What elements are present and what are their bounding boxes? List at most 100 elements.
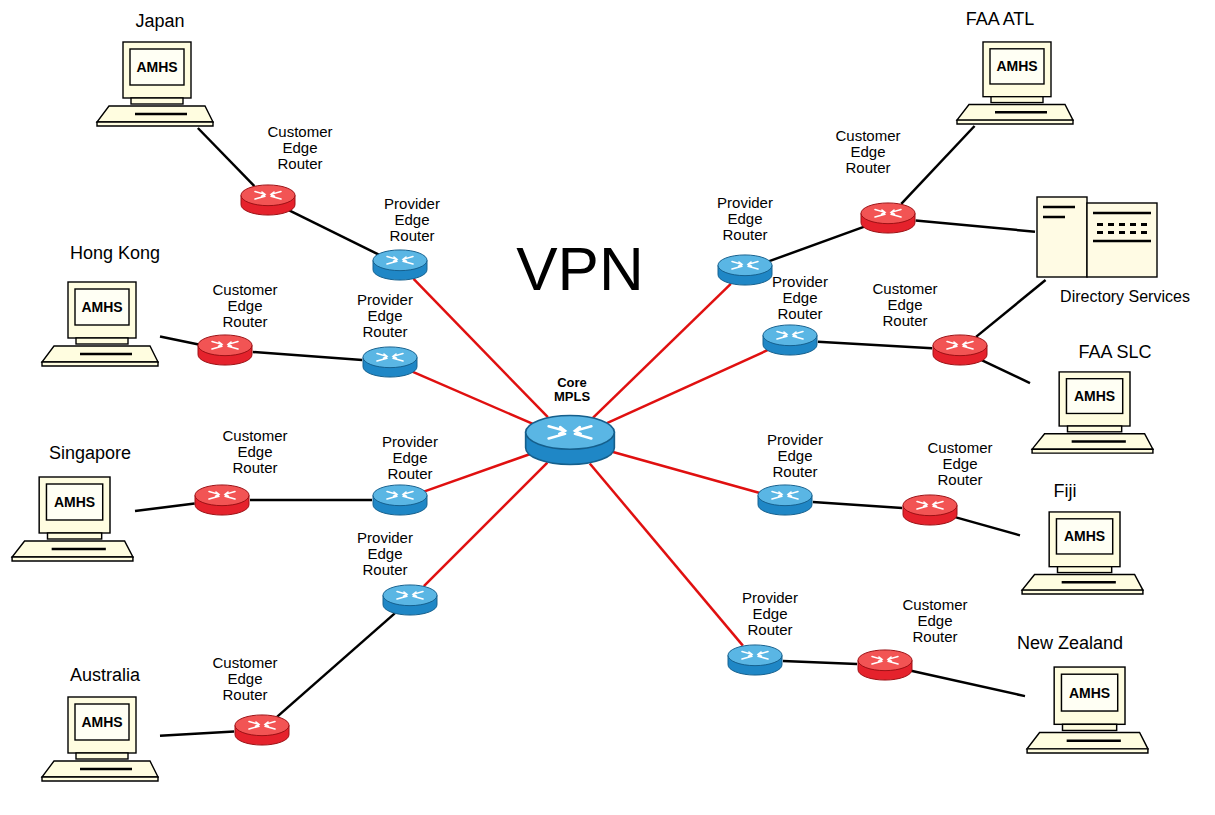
router-top bbox=[861, 203, 915, 224]
ce-shape bbox=[194, 484, 250, 516]
router-arrows bbox=[777, 332, 803, 340]
mpls-link bbox=[424, 463, 547, 586]
device-label: Provider Edge Router bbox=[374, 434, 446, 483]
router-arrows bbox=[772, 492, 798, 500]
pe-node: Provider Edge Router bbox=[372, 484, 428, 516]
cloud-outline bbox=[295, 0, 890, 812]
screen-label: AMHS bbox=[1066, 379, 1122, 414]
cloud-bump bbox=[727, 542, 883, 698]
router-top bbox=[363, 347, 417, 368]
comp-shape bbox=[40, 280, 160, 368]
keyboard-base bbox=[42, 777, 158, 781]
router-arrows bbox=[872, 657, 898, 665]
site-name: New Zealand bbox=[1017, 634, 1123, 653]
monitor-screen bbox=[990, 49, 1044, 84]
pe-shape bbox=[382, 584, 438, 616]
pe-node: Provider Edge Router bbox=[382, 584, 438, 616]
screen-label: AMHS bbox=[1056, 519, 1112, 554]
keyboard bbox=[957, 105, 1073, 121]
access-link bbox=[250, 499, 372, 502]
access-link bbox=[198, 128, 255, 186]
mpls-link bbox=[606, 350, 768, 424]
monitor-case bbox=[1059, 372, 1130, 426]
router-top bbox=[195, 485, 249, 506]
router-top bbox=[383, 585, 437, 606]
device-label: Customer Edge Router bbox=[869, 281, 941, 330]
comp-shape bbox=[955, 40, 1075, 126]
cloud-bump bbox=[613, 663, 757, 807]
server-led bbox=[1119, 231, 1125, 234]
router-top bbox=[373, 250, 427, 271]
keyboard-keys bbox=[80, 768, 132, 771]
cloud-bump bbox=[357, 652, 513, 808]
cloud-bump bbox=[503, 3, 647, 147]
comp-node: JapanAMHS bbox=[95, 40, 215, 128]
router-top bbox=[763, 325, 817, 346]
core-node: Core MPLS bbox=[524, 414, 616, 466]
router-arrows bbox=[947, 342, 973, 350]
router-top bbox=[241, 185, 295, 206]
ce-node: Customer Edge Router bbox=[240, 184, 296, 216]
router-arrows bbox=[875, 210, 901, 218]
cloud-bump bbox=[630, 0, 800, 170]
access-link bbox=[769, 227, 865, 262]
device-label: Customer Edge Router bbox=[899, 597, 971, 646]
monitor-case bbox=[68, 697, 136, 753]
cloud-bump bbox=[483, 668, 627, 812]
ce-node: Customer Edge Router bbox=[194, 484, 250, 516]
router-top bbox=[728, 645, 782, 666]
device-label: Provider Edge Router bbox=[709, 195, 781, 244]
keyboard bbox=[1027, 733, 1148, 749]
monitor-case bbox=[39, 477, 110, 533]
server-led bbox=[1119, 223, 1125, 226]
pe-shape bbox=[372, 484, 428, 516]
keyboard-keys bbox=[1067, 739, 1121, 742]
pe-node: Provider Edge Router bbox=[362, 346, 418, 378]
site-name: Hong Kong bbox=[70, 244, 160, 263]
access-link bbox=[976, 280, 1046, 337]
keyboard bbox=[1032, 434, 1153, 449]
keyboard-base bbox=[1027, 749, 1148, 753]
keyboard-base bbox=[12, 557, 133, 561]
pe-node: Provider Edge Router bbox=[757, 484, 813, 516]
cloud-bump bbox=[295, 265, 445, 415]
screen-label: AMHS bbox=[46, 484, 102, 520]
screen-label: AMHS bbox=[75, 289, 129, 325]
cloud-bump bbox=[350, 10, 520, 180]
ce-shape bbox=[240, 184, 296, 216]
keyboard-keys bbox=[1072, 440, 1126, 442]
monitor-screen bbox=[46, 484, 102, 520]
cloud-fill bbox=[295, 0, 890, 812]
router-arrows bbox=[742, 652, 768, 660]
keyboard-base bbox=[1032, 449, 1153, 453]
ce-node: Customer Edge Router bbox=[860, 202, 916, 234]
device-label: Customer Edge Router bbox=[219, 428, 291, 477]
keyboard bbox=[1022, 575, 1143, 591]
access-link bbox=[277, 613, 394, 716]
keyboard-keys bbox=[1062, 581, 1116, 583]
device-label: Customer Edge Router bbox=[924, 440, 996, 489]
router-arrows bbox=[732, 262, 758, 270]
screen-label: AMHS bbox=[1061, 674, 1117, 711]
access-link bbox=[160, 732, 234, 736]
server-tower bbox=[1037, 197, 1087, 277]
device-label: Customer Edge Router bbox=[209, 655, 281, 704]
device-label: Customer Edge Router bbox=[264, 124, 336, 173]
monitor-stand bbox=[1063, 724, 1117, 730]
ce-shape bbox=[932, 334, 988, 366]
keyboard bbox=[97, 106, 213, 122]
keyboard bbox=[42, 761, 158, 777]
cloud-shape bbox=[285, 0, 895, 815]
ce-shape bbox=[197, 334, 253, 366]
router-top bbox=[903, 495, 957, 516]
router-top bbox=[718, 255, 772, 276]
monitor-stand bbox=[76, 753, 128, 759]
cloud-bump bbox=[483, 668, 627, 812]
cloud-bump bbox=[750, 310, 890, 450]
router-arrows bbox=[377, 354, 403, 362]
cloud-bump bbox=[727, 542, 883, 698]
monitor-stand bbox=[76, 338, 128, 344]
monitor-stand bbox=[48, 533, 102, 539]
network-title: VPN bbox=[470, 238, 690, 300]
